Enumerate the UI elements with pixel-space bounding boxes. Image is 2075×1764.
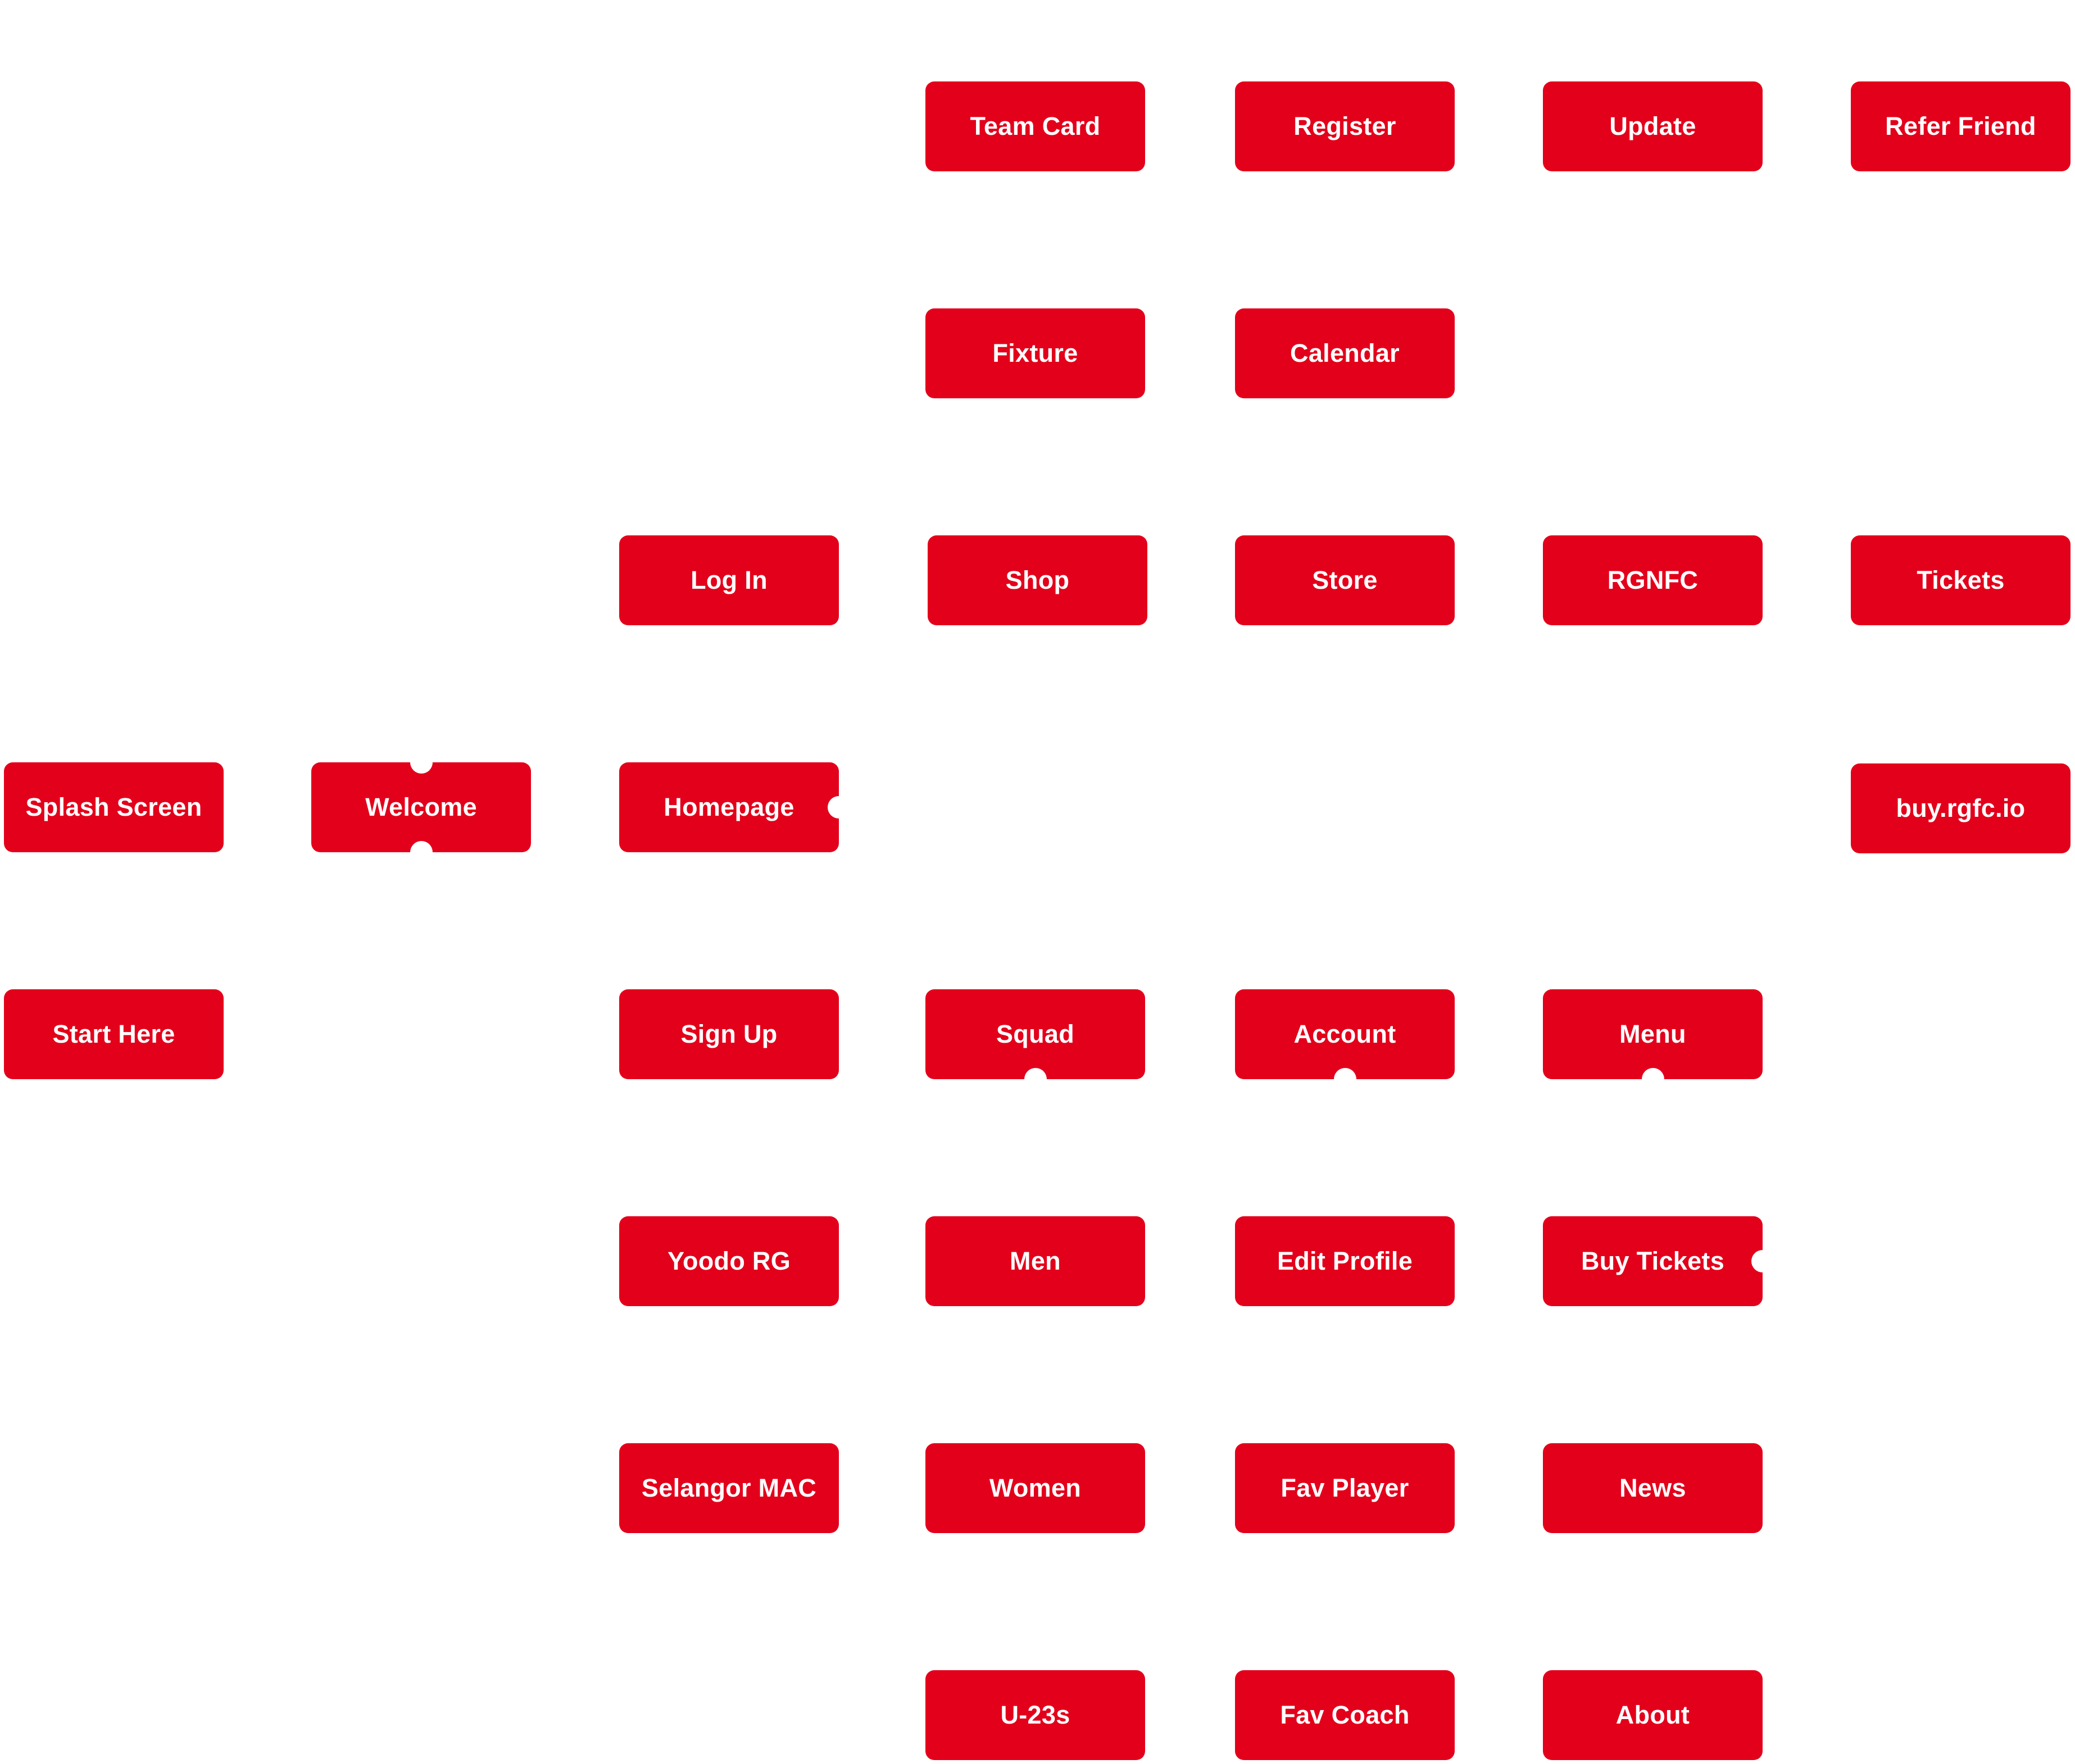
node-selangor-mac[interactable]: Selangor MAC [619,1443,839,1533]
connector-port-right[interactable] [1751,1250,1774,1272]
node-update[interactable]: Update [1543,81,1763,171]
node-label: Selangor MAC [641,1474,817,1502]
connector-port-top[interactable] [410,751,433,774]
node-label: Homepage [664,793,794,821]
node-label: Calendar [1290,339,1400,367]
node-buy-tickets[interactable]: Buy Tickets [1543,1216,1774,1306]
node-label: News [1619,1474,1686,1502]
node-label: Sign Up [680,1020,778,1048]
connector-port-bottom[interactable] [1024,1068,1047,1090]
node-label: Fav Coach [1280,1701,1410,1729]
node-account[interactable]: Account [1235,989,1455,1090]
node-news[interactable]: News [1543,1443,1763,1533]
node-label: Fixture [992,339,1078,367]
node-fav-player[interactable]: Fav Player [1235,1443,1455,1533]
node-label: Men [1010,1247,1061,1275]
node-label: buy.rgfc.io [1896,794,2026,822]
connector-port-bottom[interactable] [410,841,433,863]
node-calendar[interactable]: Calendar [1235,308,1455,398]
node-label: Register [1293,112,1396,140]
node-shop[interactable]: Shop [928,535,1147,625]
node-squad[interactable]: Squad [925,989,1145,1090]
node-yoodo-rg[interactable]: Yoodo RG [619,1216,839,1306]
node-rgnfc[interactable]: RGNFC [1543,535,1763,625]
node-label: Welcome [365,793,477,821]
node-log-in[interactable]: Log In [619,535,839,625]
connector-port-bottom[interactable] [1333,1068,1356,1090]
node-men[interactable]: Men [925,1216,1145,1306]
node-refer-friend[interactable]: Refer Friend [1851,81,2071,171]
node-label: Squad [996,1020,1074,1048]
node-homepage[interactable]: Homepage [619,762,850,852]
node-label: Shop [1005,566,1070,594]
node-label: Edit Profile [1277,1247,1413,1275]
node-buy-rgfc-io[interactable]: buy.rgfc.io [1851,763,2071,853]
node-label: Fav Player [1281,1474,1409,1502]
node-splash-screen[interactable]: Splash Screen [4,762,224,852]
connector-port-bottom[interactable] [1641,1068,1664,1090]
node-tickets[interactable]: Tickets [1851,535,2071,625]
node-label: About [1615,1701,1690,1729]
node-store[interactable]: Store [1235,535,1455,625]
node-fav-coach[interactable]: Fav Coach [1235,1670,1455,1760]
node-label: Women [989,1474,1082,1502]
node-label: Account [1293,1020,1396,1048]
node-label: Menu [1619,1020,1686,1048]
node-register[interactable]: Register [1235,81,1455,171]
node-label: Update [1609,112,1696,140]
node-label: Team Card [970,112,1101,140]
node-welcome[interactable]: Welcome [311,751,531,863]
node-label: Yoodo RG [667,1247,791,1275]
node-sign-up[interactable]: Sign Up [619,989,839,1079]
node-label: U-23s [1000,1701,1070,1729]
node-label: Start Here [52,1020,175,1048]
node-label: RGNFC [1607,566,1699,594]
node-label: Tickets [1917,566,2005,594]
node-menu[interactable]: Menu [1543,989,1763,1090]
node-label: Store [1312,566,1378,594]
node-label: Buy Tickets [1581,1247,1725,1275]
node-label: Log In [691,566,768,594]
node-about[interactable]: About [1543,1670,1763,1760]
node-edit-profile[interactable]: Edit Profile [1235,1216,1455,1306]
node-u-23s[interactable]: U-23s [925,1670,1145,1760]
node-team-card[interactable]: Team Card [925,81,1145,171]
node-label: Refer Friend [1885,112,2036,140]
node-start-here[interactable]: Start Here [4,989,224,1079]
connector-port-right[interactable] [828,796,850,819]
node-label: Splash Screen [25,793,202,821]
node-women[interactable]: Women [925,1443,1145,1533]
node-fixture[interactable]: Fixture [925,308,1145,398]
